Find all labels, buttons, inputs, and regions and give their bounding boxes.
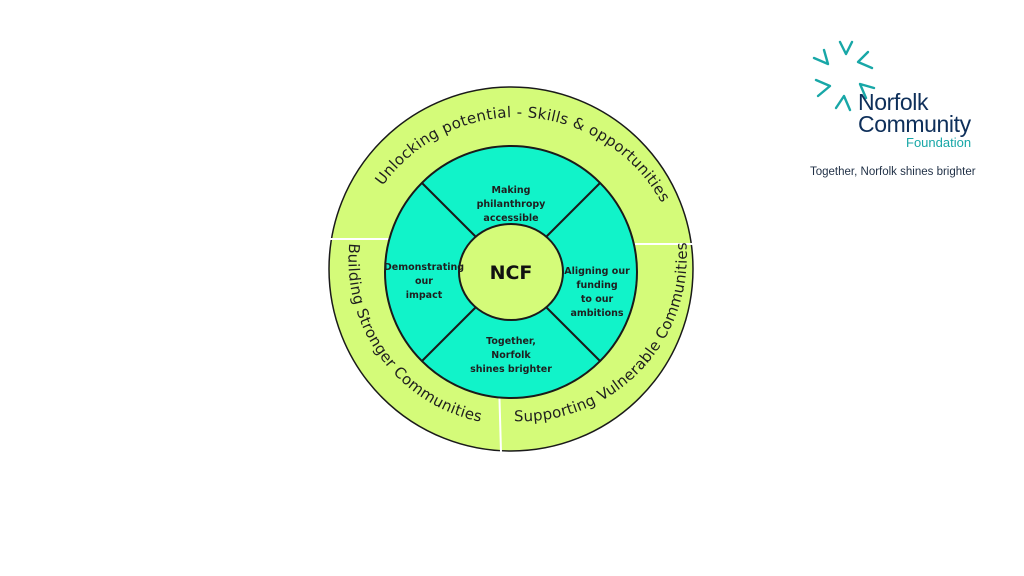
segment-bottom-line: Norfolk <box>491 350 531 361</box>
star-burst-icon <box>812 40 876 112</box>
segment-right-line: Aligning our <box>564 266 630 277</box>
logo-line-norfolk: Norfolk <box>858 89 929 115</box>
segment-bottom-line: Together, <box>486 336 536 347</box>
segment-top-line: accessible <box>483 213 538 224</box>
segment-left-line: our <box>415 276 433 287</box>
segment-top-line: Making <box>491 185 530 196</box>
segment-right-line: ambitions <box>570 308 623 319</box>
norfolk-community-foundation-logo: Norfolk Community Foundation Together, N… <box>806 36 1016 186</box>
segment-bottom-line: shines brighter <box>470 364 552 375</box>
segment-divider-sw <box>421 306 477 362</box>
logo-tagline: Together, Norfolk shines brighter <box>810 166 976 178</box>
segment-left-line: impact <box>406 290 443 301</box>
logo-line-foundation: Foundation <box>906 135 972 150</box>
segment-top: Making philanthropy accessible <box>477 185 547 224</box>
segment-divider-ne <box>545 182 601 238</box>
segment-left: Demonstrating our impact <box>384 262 464 301</box>
segment-divider-se <box>545 306 601 362</box>
segment-left-line: Demonstrating <box>384 262 464 273</box>
center-ellipse <box>458 223 564 321</box>
logo-line-community: Community <box>858 111 971 137</box>
logo-wordmark: Norfolk Community Foundation <box>858 91 971 151</box>
segment-divider-nw <box>421 182 477 238</box>
segment-top-line: philanthropy <box>477 199 547 210</box>
segment-bottom: Together, Norfolk shines brighter <box>470 336 552 375</box>
segment-right-line: to our <box>581 294 614 305</box>
segment-right-line: funding <box>576 280 617 291</box>
segment-right: Aligning our funding to our ambitions <box>564 266 630 319</box>
center-label: NCF <box>490 262 533 284</box>
